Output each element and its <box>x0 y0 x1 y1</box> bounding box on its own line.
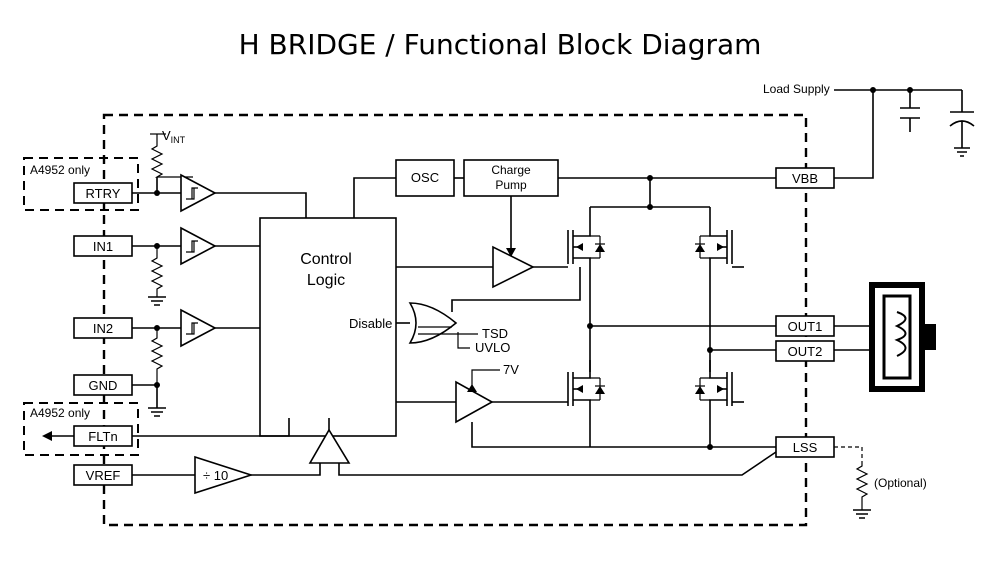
pin-gnd-label: GND <box>89 378 118 393</box>
pin-in1: IN1 <box>73 235 133 257</box>
bypass-capacitor-icon <box>900 90 920 132</box>
wire-fault-high <box>451 267 581 312</box>
control-logic-label-2: Logic <box>307 272 345 289</box>
pin-in1-label: IN1 <box>93 239 113 254</box>
wire-fltn <box>132 418 290 437</box>
motor-icon <box>869 282 936 392</box>
rtry-pullup-resistor <box>150 134 193 178</box>
optional-sense-resistor <box>855 462 869 510</box>
schmitt-buffer-rtry <box>180 173 217 213</box>
seven-v-rail <box>471 369 500 390</box>
disable-label: Disable <box>349 316 392 331</box>
in2-pulldown-resistor <box>150 328 164 385</box>
mosfet-low-left <box>567 360 605 425</box>
a4952-only-label-bottom: A4952 only <box>30 406 90 420</box>
sense-amp <box>308 428 351 464</box>
charge-pump-arrow-icon <box>506 248 516 257</box>
uvlo-label: UVLO <box>475 340 510 355</box>
wire-gnd <box>132 384 158 408</box>
a4952-only-box-rtry <box>23 157 139 211</box>
optional-ground-icon <box>853 509 871 519</box>
schmitt-buffer-in2 <box>180 308 217 348</box>
pin-rtry-label: RTRY <box>86 186 121 201</box>
pin-out1-label: OUT1 <box>788 319 823 334</box>
gnd-ground-icon <box>148 407 166 417</box>
pin-rtry: RTRY <box>73 182 133 204</box>
control-logic-block <box>259 217 397 437</box>
pin-in2: IN2 <box>73 317 133 339</box>
divide-by-10-block <box>194 455 254 495</box>
control-logic-label-1: Control <box>300 251 352 268</box>
wire-rtry-to-logic <box>215 192 307 218</box>
in1-ground-icon <box>148 296 166 306</box>
mosfet-low-right <box>695 360 744 425</box>
bulk-capacitor-icon <box>949 90 975 157</box>
wire-lss-sense <box>338 451 777 476</box>
lss-optional-wire <box>834 446 863 462</box>
pin-vbb: VBB <box>775 167 835 189</box>
pin-vref-label: VREF <box>86 468 121 483</box>
pin-fltn-label: FLTn <box>88 429 117 444</box>
a4952-only-label-top: A4952 only <box>30 163 90 177</box>
wire-logic-to-osc <box>353 177 396 218</box>
a4952-only-box-fltn <box>23 402 139 456</box>
seven-v-label: 7V <box>503 362 519 377</box>
mosfet-high-left <box>567 230 605 290</box>
optional-label: (Optional) <box>874 476 927 490</box>
in1-pulldown-resistor <box>150 246 164 297</box>
pin-out1: OUT1 <box>775 315 835 337</box>
divide-10-label: ÷ 10 <box>203 468 228 483</box>
pin-in2-label: IN2 <box>93 321 113 336</box>
schmitt-buffer-in1 <box>180 226 217 266</box>
diagram-title: H BRIDGE / Functional Block Diagram <box>239 28 762 61</box>
pin-lss-label: LSS <box>793 440 818 455</box>
mosfet-high-right <box>695 230 744 290</box>
vint-label: VINT <box>162 128 186 145</box>
fltn-arrow-icon <box>42 431 52 441</box>
charge-pump-label-2: Pump <box>495 178 527 192</box>
osc-label: OSC <box>411 170 439 185</box>
pin-vbb-label: VBB <box>792 171 818 186</box>
charge-pump-label-1: Charge <box>491 163 531 177</box>
pin-lss: LSS <box>775 436 835 458</box>
pin-fltn: FLTn <box>73 425 133 447</box>
pin-vref: VREF <box>73 464 133 486</box>
pin-gnd: GND <box>73 374 133 396</box>
pin-out2-label: OUT2 <box>788 344 823 359</box>
load-supply-label: Load Supply <box>763 82 830 96</box>
tsd-label: TSD <box>482 326 508 341</box>
disable-or-gate <box>408 302 458 344</box>
pin-out2: OUT2 <box>775 340 835 362</box>
